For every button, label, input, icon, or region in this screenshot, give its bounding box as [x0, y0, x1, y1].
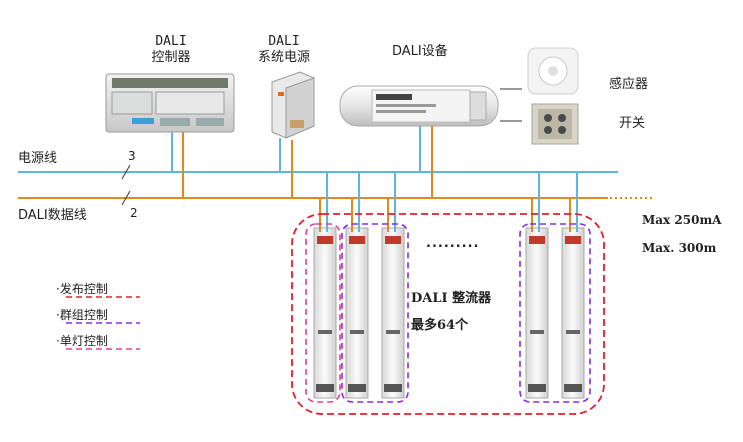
controller-label-line2: 控制器	[151, 50, 191, 65]
controller-label-line1: DALI	[155, 34, 187, 49]
power-line-label: 电源线	[18, 151, 58, 166]
controller-label: DALI 控制器	[151, 34, 190, 66]
group-control-outline-b	[519, 223, 591, 403]
max-length-label: Max. 300m	[642, 241, 717, 255]
single-control-outline	[305, 223, 341, 403]
switch-image	[531, 103, 579, 145]
data-line-count: 2	[130, 206, 138, 220]
drivers-title: DALI 整流器	[411, 291, 492, 306]
driver-unit-5	[561, 227, 585, 399]
switch-label: 开关	[619, 116, 646, 131]
power-supply-label-line2: 系统电源	[257, 50, 311, 65]
driver-unit-4	[525, 227, 549, 399]
driver-unit-1	[313, 227, 337, 399]
driver-unit-2	[345, 227, 369, 399]
group-control-outline-a	[341, 223, 409, 403]
power-supply-label-line1: DALI	[268, 34, 300, 49]
max-current-label: Max 250mA	[642, 213, 722, 227]
dali-controller-image	[105, 73, 235, 133]
broadcast-control-outline	[291, 213, 605, 415]
dali-device-image	[339, 85, 499, 127]
drivers-ellipsis: .........	[426, 236, 480, 251]
power-supply-label: DALI 系统电源	[258, 34, 310, 66]
sensor-label: 感应器	[609, 77, 649, 92]
drivers-max-count: 最多64个	[411, 318, 469, 333]
legend-group-label: ·群组控制	[56, 308, 108, 322]
data-line-label: DALI数据线	[18, 208, 87, 223]
data-line-tick	[121, 190, 131, 206]
legend-single-label: ·单灯控制	[56, 334, 108, 348]
sensor-image	[527, 47, 579, 95]
legend-broadcast-label: ·发布控制	[56, 282, 108, 296]
power-supply-image	[271, 71, 315, 139]
power-line-tick	[121, 164, 131, 180]
driver-unit-3	[381, 227, 405, 399]
power-line-count: 3	[128, 149, 136, 163]
dali-device-label: DALI设备	[392, 44, 448, 59]
